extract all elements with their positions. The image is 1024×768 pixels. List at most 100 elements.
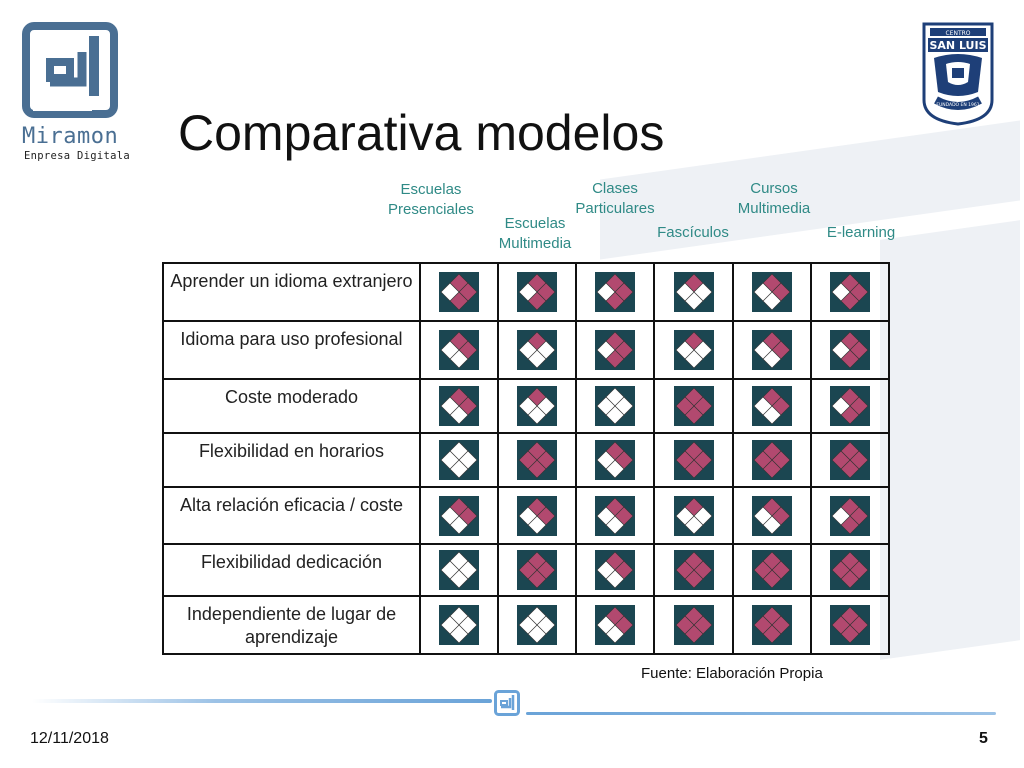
rating-diamond-icon	[517, 495, 558, 536]
footer-date: 12/11/2018	[30, 730, 109, 747]
rating-cell	[731, 262, 812, 322]
rating-cell	[418, 320, 500, 380]
empty-quadrant	[753, 506, 773, 525]
rating-cell	[575, 262, 656, 322]
empty-quadrant	[675, 340, 694, 360]
empty-quadrant	[440, 396, 460, 416]
filled-quadrant	[753, 615, 773, 635]
page-title: Comparativa modelos	[178, 105, 665, 161]
rating-diamond-icon	[673, 386, 714, 426]
crest-main-text: SAN LUIS	[929, 39, 986, 52]
rating-diamond-icon	[829, 550, 870, 590]
table-row: Alta relación eficacia / coste	[162, 486, 891, 545]
rating-cell	[653, 595, 734, 655]
rating-cell	[731, 486, 812, 545]
filled-quadrant	[753, 450, 773, 470]
row-label: Aprender un idioma extranjero	[162, 262, 421, 322]
filled-quadrant	[675, 396, 694, 416]
empty-quadrant	[753, 340, 773, 360]
logo-name: Miramon	[22, 124, 119, 149]
rating-diamond-icon	[439, 386, 480, 426]
empty-quadrant	[440, 615, 460, 635]
column-header-line1: Escuelas	[504, 215, 566, 232]
rating-diamond-icon	[517, 550, 558, 590]
rating-cell	[653, 378, 734, 434]
rating-diamond-icon	[751, 272, 792, 312]
empty-quadrant	[518, 615, 538, 635]
rating-cell	[731, 543, 812, 597]
table-row: Coste moderado	[162, 378, 891, 434]
rating-diamond-icon	[595, 386, 636, 426]
rating-diamond-icon	[673, 495, 714, 536]
empty-quadrant	[440, 340, 460, 360]
empty-quadrant	[831, 340, 851, 360]
filled-quadrant	[753, 560, 773, 580]
rating-cell	[497, 320, 578, 380]
rating-cell	[497, 262, 578, 322]
empty-quadrant	[831, 506, 851, 525]
rating-cell	[731, 320, 812, 380]
row-label: Idioma para uso profesional	[162, 320, 421, 380]
empty-quadrant	[440, 282, 460, 302]
source-note: Fuente: Elaboración Propia	[641, 665, 823, 682]
filled-quadrant	[675, 450, 694, 470]
rating-diamond-icon	[595, 272, 636, 312]
rating-diamond-icon	[829, 386, 870, 426]
filled-quadrant	[518, 450, 538, 470]
page-number: 5	[979, 730, 988, 747]
row-label: Flexibilidad dedicación	[162, 543, 421, 597]
empty-quadrant	[440, 450, 460, 470]
rating-cell	[809, 486, 891, 545]
rating-cell	[731, 595, 812, 655]
background-shape	[880, 220, 1020, 660]
rating-diamond-icon	[595, 550, 636, 590]
filled-quadrant	[831, 450, 851, 470]
rating-cell	[575, 320, 656, 380]
column-header-e-learning: E-learning	[827, 223, 895, 243]
rating-cell	[497, 432, 578, 488]
empty-quadrant	[518, 340, 538, 360]
column-header-line2: Multimedia	[737, 200, 811, 217]
rating-cell	[809, 595, 891, 655]
rating-cell	[575, 543, 656, 597]
filled-quadrant	[675, 615, 694, 635]
rating-cell	[653, 432, 734, 488]
rating-diamond-icon	[751, 550, 792, 590]
footer-rule	[526, 712, 996, 715]
rating-cell	[653, 486, 734, 545]
empty-quadrant	[596, 615, 616, 635]
logo-tagline: Enpresa Digitala	[24, 150, 130, 162]
rating-diamond-icon	[517, 386, 558, 426]
row-label: Coste moderado	[162, 378, 421, 434]
empty-quadrant	[831, 282, 851, 302]
empty-quadrant	[440, 506, 460, 525]
rating-diamond-icon	[517, 330, 558, 370]
column-header-cursos-multimedia: Cursos Multimedia	[738, 179, 811, 219]
rating-diamond-icon	[829, 440, 870, 480]
rating-cell	[575, 595, 656, 655]
rating-cell	[418, 486, 500, 545]
empty-quadrant	[518, 282, 538, 302]
rating-diamond-icon	[751, 605, 792, 645]
rating-diamond-icon	[673, 330, 714, 370]
column-header-clases-particulares: Clases Particulares	[575, 179, 654, 219]
rating-diamond-icon	[439, 330, 480, 370]
footer-rule	[32, 699, 492, 703]
empty-quadrant	[753, 396, 773, 416]
rating-cell	[418, 262, 500, 322]
rating-diamond-icon	[595, 495, 636, 536]
row-label: Flexibilidad en horarios	[162, 432, 421, 488]
table-row: Flexibilidad dedicación	[162, 543, 891, 597]
centro-san-luis-crest-icon: CENTRO SAN LUIS FUNDADO EN 1961	[922, 22, 994, 126]
rating-cell	[497, 595, 578, 655]
filled-quadrant	[675, 560, 694, 580]
empty-quadrant	[596, 282, 616, 302]
empty-quadrant	[596, 340, 616, 360]
column-header-line1: Cursos	[750, 180, 798, 197]
empty-quadrant	[596, 506, 616, 525]
rating-diamond-icon	[517, 605, 558, 645]
rating-cell	[575, 432, 656, 488]
rating-diamond-icon	[829, 330, 870, 370]
crest-top-text: CENTRO	[945, 30, 970, 37]
row-label: Alta relación eficacia / coste	[162, 486, 421, 545]
